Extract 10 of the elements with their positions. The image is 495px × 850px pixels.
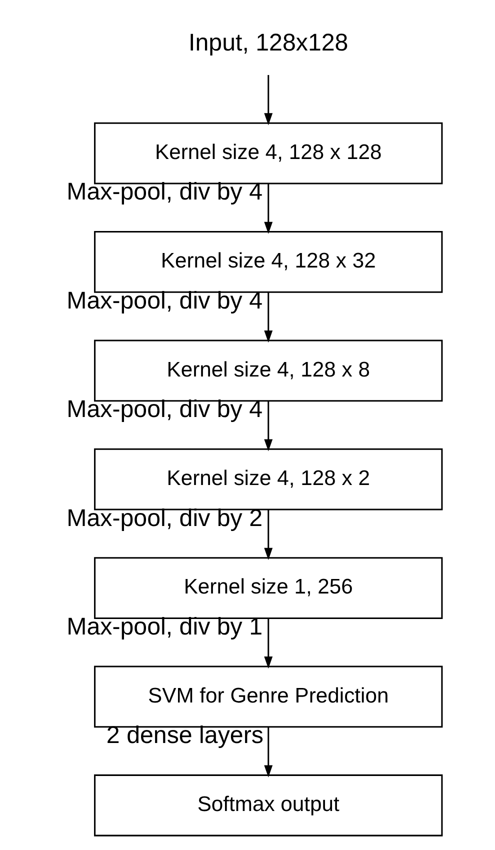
arrow <box>264 184 272 234</box>
node-box: Kernel size 1, 256 <box>94 557 442 619</box>
arrow <box>264 618 272 669</box>
node-box: Softmax output <box>94 774 442 836</box>
node-text: Input, 128x128 <box>188 29 348 56</box>
arrow <box>264 401 272 452</box>
arrow <box>264 510 272 560</box>
arrow <box>264 727 272 778</box>
arrow <box>264 75 272 126</box>
arrow <box>264 292 272 343</box>
